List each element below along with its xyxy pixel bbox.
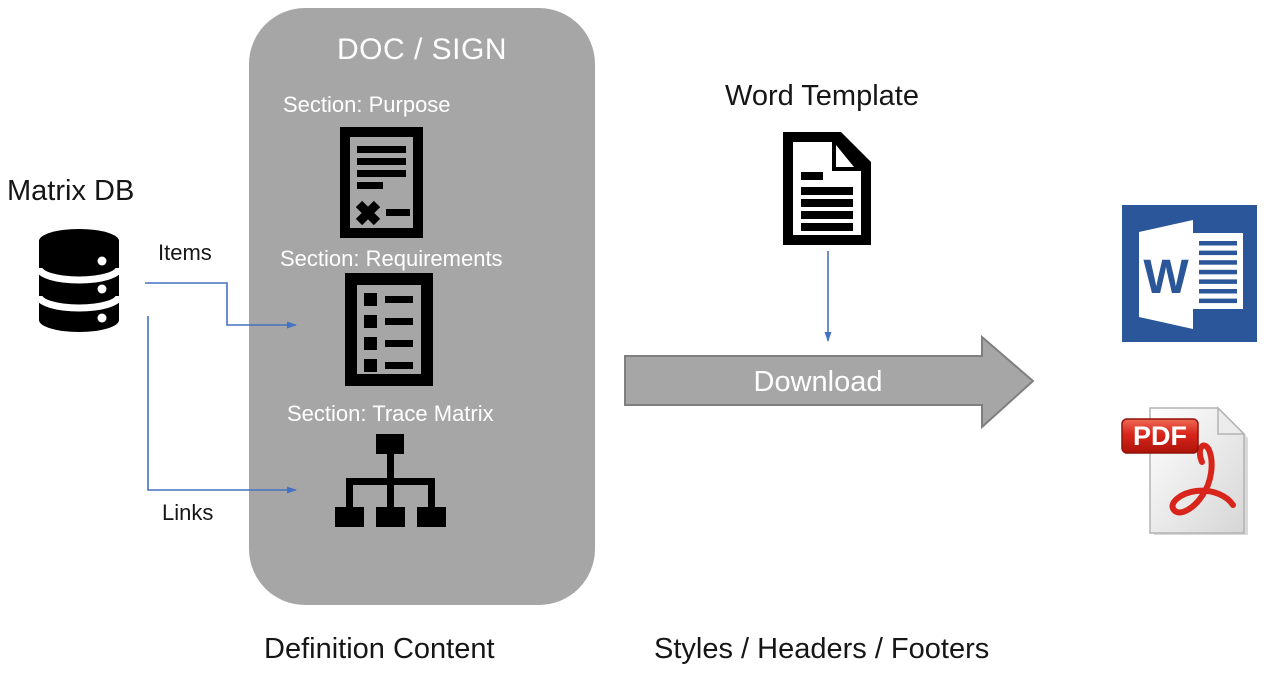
word-template-label: Word Template — [725, 80, 919, 112]
signed-document-icon — [340, 127, 423, 238]
doc-sign-title: DOC / SIGN — [336, 33, 507, 66]
section-requirements-label: Section: Requirements — [280, 246, 503, 271]
acrobat-swoosh — [1169, 442, 1236, 516]
items-connector-label: Items — [158, 240, 212, 265]
download-arrow-label: Download — [753, 366, 883, 398]
styles-headers-footers-caption: Styles / Headers / Footers — [654, 633, 990, 665]
word-logo-letter: W — [1143, 251, 1189, 304]
database-icon — [38, 228, 120, 333]
matrix-db-label: Matrix DB — [7, 175, 135, 207]
download-arrow — [624, 334, 1035, 430]
checklist-icon — [345, 273, 433, 386]
pdf-badge-label: PDF — [1133, 421, 1187, 451]
pdf-file-icon: PDF — [1118, 398, 1250, 540]
hierarchy-tree-icon — [335, 434, 446, 527]
section-purpose-label: Section: Purpose — [283, 92, 451, 117]
word-logo-icon: W — [1122, 205, 1257, 342]
document-icon — [783, 132, 871, 245]
section-trace-matrix-label: Section: Trace Matrix — [287, 401, 494, 426]
definition-content-caption: Definition Content — [264, 633, 495, 665]
links-connector-label: Links — [162, 500, 214, 525]
